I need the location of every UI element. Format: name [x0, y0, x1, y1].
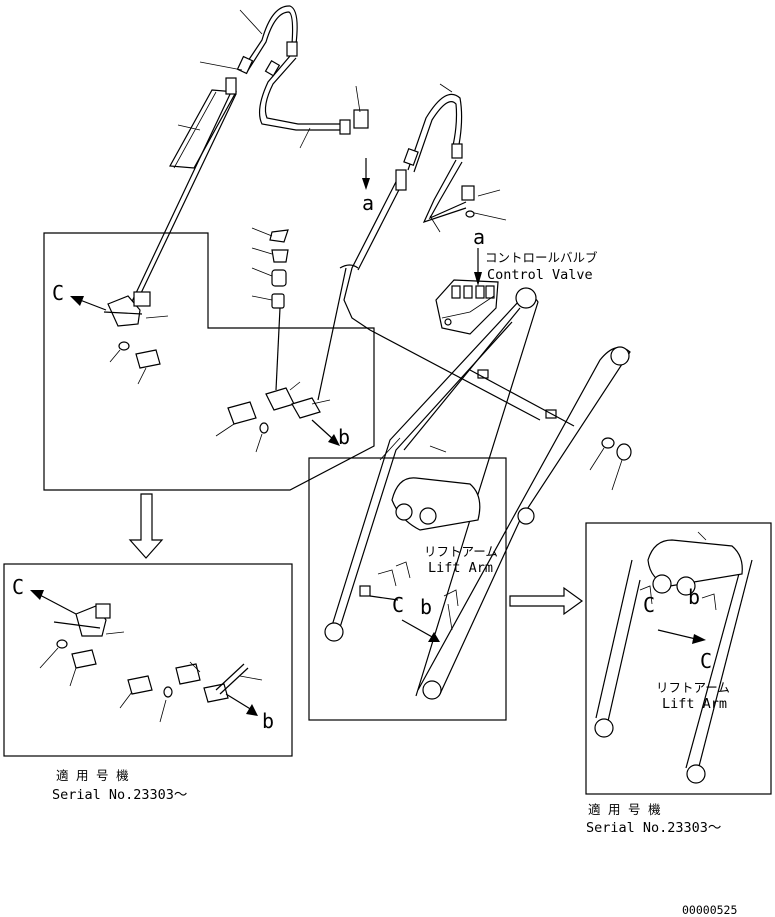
serial-note-right-en: Serial No.23303〜 [586, 820, 721, 836]
serial-note-left-jp: 適 用 号 機 [56, 768, 129, 783]
label-b-serial-left: b [262, 709, 274, 733]
label-b-lift-arm: b [420, 595, 432, 619]
serial-detail-parts-left [39, 603, 263, 723]
arrow-b-serial-left [225, 693, 258, 716]
arrow-b-main [311, 419, 340, 446]
lift-arm-detail-box [308, 457, 507, 721]
washers-right [589, 437, 632, 491]
label-c-main: C [52, 281, 64, 305]
lift-arm-label-right-en: Lift Arm [662, 696, 727, 712]
hose-assembly-right [343, 83, 541, 421]
label-a-right: a [473, 225, 485, 249]
serial-detail-box-right [585, 522, 772, 795]
lift-arm-label-jp: リフトアーム [424, 544, 498, 559]
label-c-serial-right-b: C [700, 649, 712, 673]
serial-detail-box-left [3, 563, 293, 757]
serial-note-left-en: Serial No.23303〜 [52, 787, 187, 803]
arrow-c-lift-arm [369, 595, 399, 601]
lift-arm-main [324, 287, 631, 700]
arrow-c-main [70, 296, 107, 311]
arrow-down-to-serial [128, 493, 164, 559]
hose-assembly-left [127, 5, 369, 313]
serial-note-right-jp: 適 用 号 機 [588, 802, 661, 817]
serial-detail-parts-right [594, 531, 753, 784]
lift-arm-label-en: Lift Arm [428, 560, 493, 576]
arrow-c-serial-right [657, 629, 706, 644]
label-a-left: a [362, 191, 374, 215]
label-c-lift-arm: C [392, 593, 404, 617]
detail-parts-main [103, 291, 331, 453]
arrow-a-right [474, 248, 482, 286]
label-c-serial-right-a: C [643, 593, 655, 617]
detail-outline-main [43, 232, 375, 491]
lift-arm-label-right-jp: リフトアーム [656, 680, 730, 695]
label-b-serial-right: b [688, 585, 700, 609]
fittings-column [251, 227, 359, 401]
control-valve-label-jp: コントロールバルブ [485, 250, 598, 265]
arrow-right-to-detail [509, 586, 584, 616]
drawing-number: 00000525 [682, 903, 737, 917]
lift-arm-detail-parts [359, 561, 459, 631]
arrow-a-left [362, 158, 370, 190]
arrow-b-lift-arm [401, 619, 440, 642]
label-c-serial-left: C [12, 575, 24, 599]
label-b-main: b [338, 425, 350, 449]
control-valve [435, 279, 499, 335]
arrow-c-serial-left [30, 590, 77, 615]
control-valve-label-en: Control Valve [487, 267, 593, 283]
